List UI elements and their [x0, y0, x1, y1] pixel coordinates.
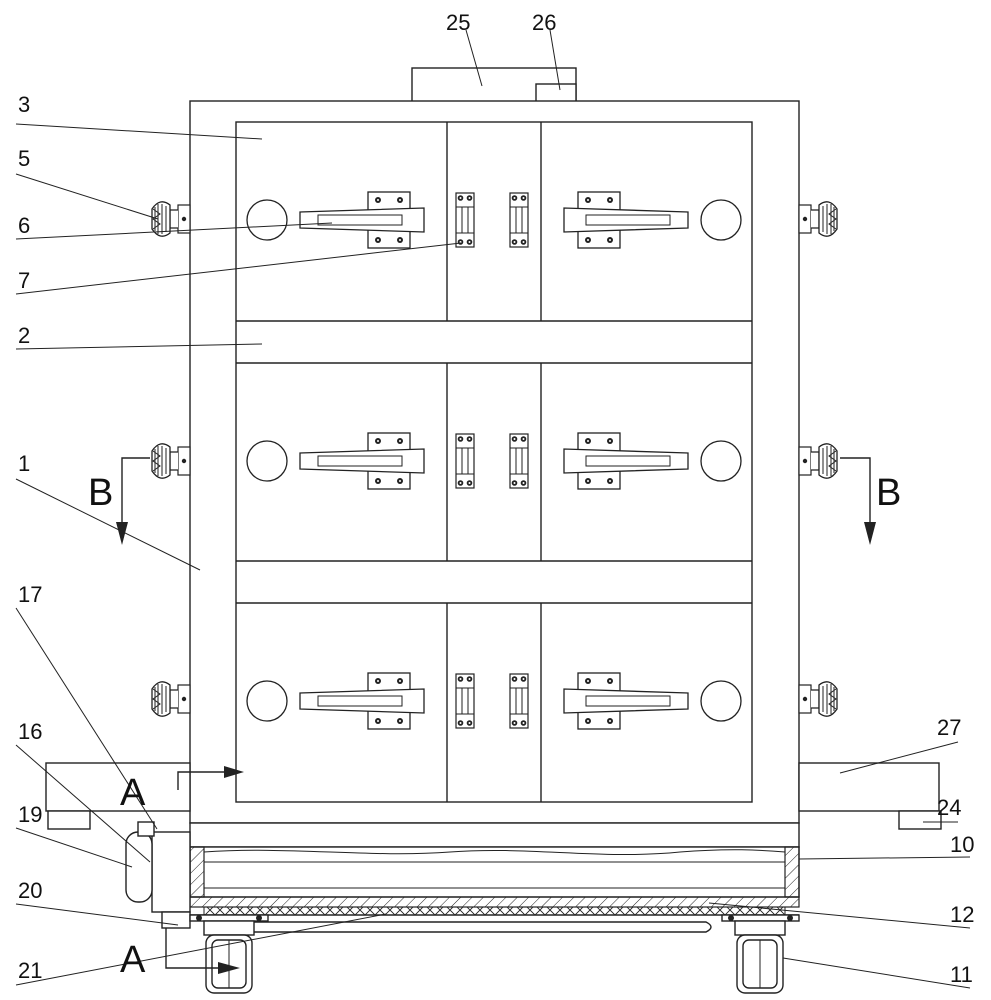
label-24: 24 — [937, 795, 961, 820]
label-16: 16 — [18, 719, 42, 744]
leader-lines — [15, 29, 971, 989]
label-2: 2 — [18, 323, 30, 348]
cabinet-bottom-band — [189, 822, 800, 848]
cabinet-body — [189, 100, 800, 824]
mesh-layer-12 — [203, 906, 786, 916]
section-a-bottom: A — [120, 939, 146, 981]
label-20: 20 — [18, 878, 42, 903]
foot-24 — [898, 810, 942, 830]
handle-bracket-16 — [151, 831, 191, 913]
left-side-base — [45, 762, 191, 812]
bracket-20 — [161, 911, 191, 929]
slide-drawer-21 — [204, 921, 712, 933]
right-side-base-27 — [798, 762, 940, 812]
label-17: 17 — [18, 582, 42, 607]
tray-10 — [189, 846, 800, 898]
label-6: 6 — [18, 213, 30, 238]
handle-19 — [125, 831, 153, 903]
label-7: 7 — [18, 268, 30, 293]
section-b-left: B — [88, 472, 113, 514]
label-25: 25 — [446, 10, 470, 35]
label-19: 19 — [18, 802, 42, 827]
door-frame — [235, 121, 753, 803]
section-a-top: A — [120, 772, 146, 814]
label-3: 3 — [18, 92, 30, 117]
caster-right-11 — [721, 914, 800, 994]
label-21: 21 — [18, 958, 42, 983]
caster-left — [189, 914, 269, 994]
label-27: 27 — [937, 715, 961, 740]
section-b-right: B — [876, 472, 901, 514]
label-10: 10 — [950, 832, 974, 857]
label-5: 5 — [18, 146, 30, 171]
label-11: 11 — [950, 962, 973, 987]
label-12: 12 — [950, 902, 974, 927]
label-26: 26 — [532, 10, 556, 35]
label-1: 1 — [18, 451, 30, 476]
top-box-26 — [535, 83, 577, 103]
